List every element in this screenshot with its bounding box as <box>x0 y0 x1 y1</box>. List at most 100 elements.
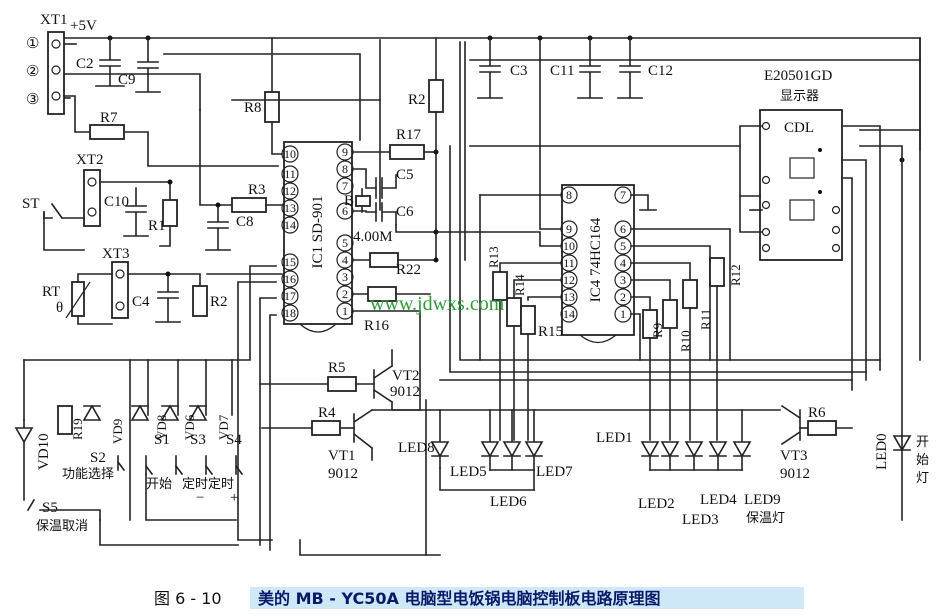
ic1-pin-14: 14 <box>284 218 296 232</box>
led0-fn-3: 灯 <box>916 471 929 486</box>
xt1-connector: XT1 ① ② ③ +5V <box>26 12 97 115</box>
ic1-pin-5: 5 <box>342 236 348 250</box>
ic1-label: IC1 SD-901 <box>310 196 326 269</box>
r3-c8-section: R3 C8 <box>199 109 283 251</box>
ic4-pin-8: 8 <box>566 188 572 202</box>
led7-label: LED7 <box>536 464 573 480</box>
ic1-pin-12: 12 <box>284 184 296 198</box>
ic1-pin-16: 16 <box>284 272 296 286</box>
led9-label: LED9 <box>744 492 781 508</box>
s1-label: S1 <box>154 432 170 448</box>
ic4-label: IC4 74HC164 <box>588 217 604 302</box>
r13-label: R13 <box>486 246 501 268</box>
led0-fn-1: 开 <box>916 435 929 450</box>
figure-number: 图 6 - 10 <box>154 589 222 608</box>
ic1-pin-13: 13 <box>284 201 296 215</box>
ic1-left-pins: 10 11 12 13 14 15 16 17 18 <box>281 145 299 322</box>
ic1-pin-6: 6 <box>342 204 348 218</box>
vd8-label: VD8 <box>154 415 169 440</box>
vt1-type: 9012 <box>328 466 358 482</box>
r5-label: R5 <box>328 360 346 376</box>
watermark: www.jdwxs.com <box>370 293 505 315</box>
caption-highlight <box>250 587 804 609</box>
crystal-label: B <box>344 193 354 209</box>
xt2-label: XT3 <box>102 246 130 262</box>
led0-fn-2: 始 <box>916 453 929 468</box>
r12-label: R12 <box>728 264 743 286</box>
led4-label: LED4 <box>700 492 737 508</box>
xt2-rt-section: XT3 RT θ R2 C4 <box>42 246 283 325</box>
ic4-pin-14: 14 <box>563 307 575 321</box>
vt2-transistor: R5 VT2 9012 <box>259 349 421 411</box>
vd10-label: VD10 <box>36 433 52 470</box>
ic4-pin-13: 13 <box>563 290 575 304</box>
r8-resistor: R8 <box>244 37 283 155</box>
vt3-type: 9012 <box>780 466 810 482</box>
r22-resistor: R17 <box>352 127 439 160</box>
led5-label: LED5 <box>450 464 487 480</box>
c11-label: C11 <box>550 63 574 79</box>
power-rails <box>61 35 921 521</box>
theta-label: θ <box>56 300 63 316</box>
ic4-left-pins: 8 9 10 11 12 13 14 <box>560 186 578 323</box>
r14-label: R14 <box>512 274 527 296</box>
r2-resistor-top: R2 <box>408 37 444 261</box>
vd6-label: VD6 <box>182 414 197 440</box>
xt1-terminal-2: ② <box>26 64 39 80</box>
vt1-label: VT1 <box>328 448 356 464</box>
r9-r12: R9 R10 R11 R12 <box>642 257 743 441</box>
ic1-sd901: IC1 SD-901 10 11 12 13 14 15 16 17 18 9 … <box>281 141 354 333</box>
st-label: ST <box>22 196 40 212</box>
display-model: E20501GD <box>764 68 832 84</box>
figure-caption: 图 6 - 10 美的 MB - YC50A 电脑型电饭锅电脑控制板电路原理图 <box>154 587 804 609</box>
xt3-st-section: XT2 ST C10 R1 <box>22 152 178 251</box>
led1-label: LED1 <box>596 430 633 446</box>
ic1-pin-18: 18 <box>284 306 296 320</box>
led9-fn: 保温灯 <box>746 511 785 526</box>
led8-label: LED8 <box>398 440 435 456</box>
r2-top-label: R2 <box>408 92 426 108</box>
r1-label: R1 <box>148 218 166 234</box>
ic4-pin-9: 9 <box>566 222 572 236</box>
oscillator-section: B C5 C6 4.00M <box>344 167 439 245</box>
vt3-transistor: R6 VT3 9012 <box>780 404 853 482</box>
r4-label: R4 <box>318 405 336 421</box>
vt3-label: VT3 <box>780 448 808 464</box>
ic1-pin-3: 3 <box>342 270 348 284</box>
ic1-pin-17: 17 <box>284 289 296 303</box>
ic1-pin-7: 7 <box>342 179 348 193</box>
minus-label: − <box>196 490 204 506</box>
xt1-terminal-3: ③ <box>26 92 39 108</box>
ic1-pin-1: 1 <box>342 304 348 318</box>
ic1-pin-2: 2 <box>342 287 348 301</box>
r3-label: R3 <box>248 182 266 198</box>
xt3-label: XT2 <box>76 152 104 168</box>
vd7-label: VD7 <box>216 414 231 440</box>
ic4-pin-2: 2 <box>620 290 626 304</box>
c9-label: C9 <box>118 72 136 88</box>
r8-label: R8 <box>244 100 262 116</box>
rt-label: RT <box>42 284 60 300</box>
ic4-pin-12: 12 <box>563 273 575 287</box>
plus-label: + <box>230 490 238 506</box>
ic4-pin-11: 11 <box>563 256 575 270</box>
c6-label: C6 <box>396 204 414 220</box>
r19-resistor: R22 <box>352 252 439 278</box>
s5-label: S5 <box>42 500 58 516</box>
c4-label: C4 <box>132 294 150 310</box>
led-group-right: LED1 LED2 LED3 LED4 LED9 保温灯 <box>596 409 785 528</box>
r16-label: R16 <box>364 318 390 334</box>
s4-label: S4 <box>226 432 242 448</box>
r2-label: R2 <box>210 294 228 310</box>
s3-label: S3 <box>190 432 206 448</box>
c2-label: C2 <box>76 56 94 72</box>
r11-label: R11 <box>698 309 713 330</box>
crystal-freq-label: 4.00M <box>353 229 393 245</box>
c8-label: C8 <box>236 214 254 230</box>
c3-label: C3 <box>510 63 528 79</box>
vcc-label: +5V <box>70 18 97 34</box>
left-switch-section: VD10 R19 VD9 VD8 VD6 VD7 S1 S3 S4 S2 功能选… <box>14 404 244 546</box>
ic1-pin-11: 11 <box>284 167 296 181</box>
s2-label: S2 <box>90 450 106 466</box>
vd9-label: VD9 <box>110 419 125 444</box>
